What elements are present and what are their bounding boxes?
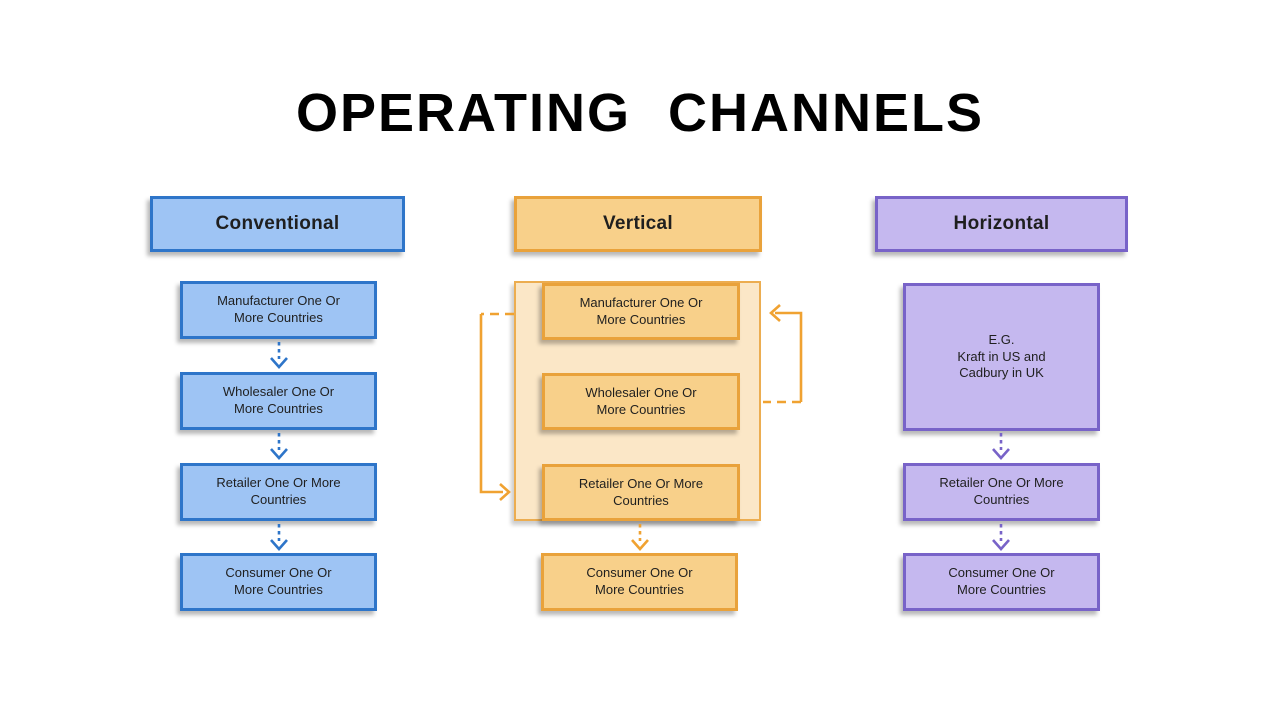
conventional-consumer-box: Consumer One Or More Countries (180, 553, 377, 611)
vertical-retailer-box: Retailer One Or More Countries (542, 464, 740, 521)
conventional-retailer-box: Retailer One Or More Countries (180, 463, 377, 521)
vertical-loop-left-arrow-icon (479, 312, 514, 501)
column-header-horizontal: Horizontal (875, 196, 1128, 252)
vertical-manufacturer-box: Manufacturer One Or More Countries (542, 283, 740, 340)
page-title: OPERATING CHANNELS (295, 83, 985, 143)
column-header-conventional: Conventional (150, 196, 405, 252)
conventional-wholesaler-box: Wholesaler One Or More Countries (180, 372, 377, 430)
horizontal-consumer-box: Consumer One Or More Countries (903, 553, 1100, 611)
vertical-loop-right-arrow-icon (763, 304, 803, 404)
down-arrow-icon (631, 524, 649, 551)
horizontal-retailer-box: Retailer One Or More Countries (903, 463, 1100, 521)
column-header-vertical: Vertical (514, 196, 762, 252)
conventional-manufacturer-box: Manufacturer One Or More Countries (180, 281, 377, 339)
vertical-consumer-box: Consumer One Or More Countries (541, 553, 738, 611)
vertical-wholesaler-box: Wholesaler One Or More Countries (542, 373, 740, 430)
horizontal-example-box: E.G. Kraft in US and Cadbury in UK (903, 283, 1100, 431)
